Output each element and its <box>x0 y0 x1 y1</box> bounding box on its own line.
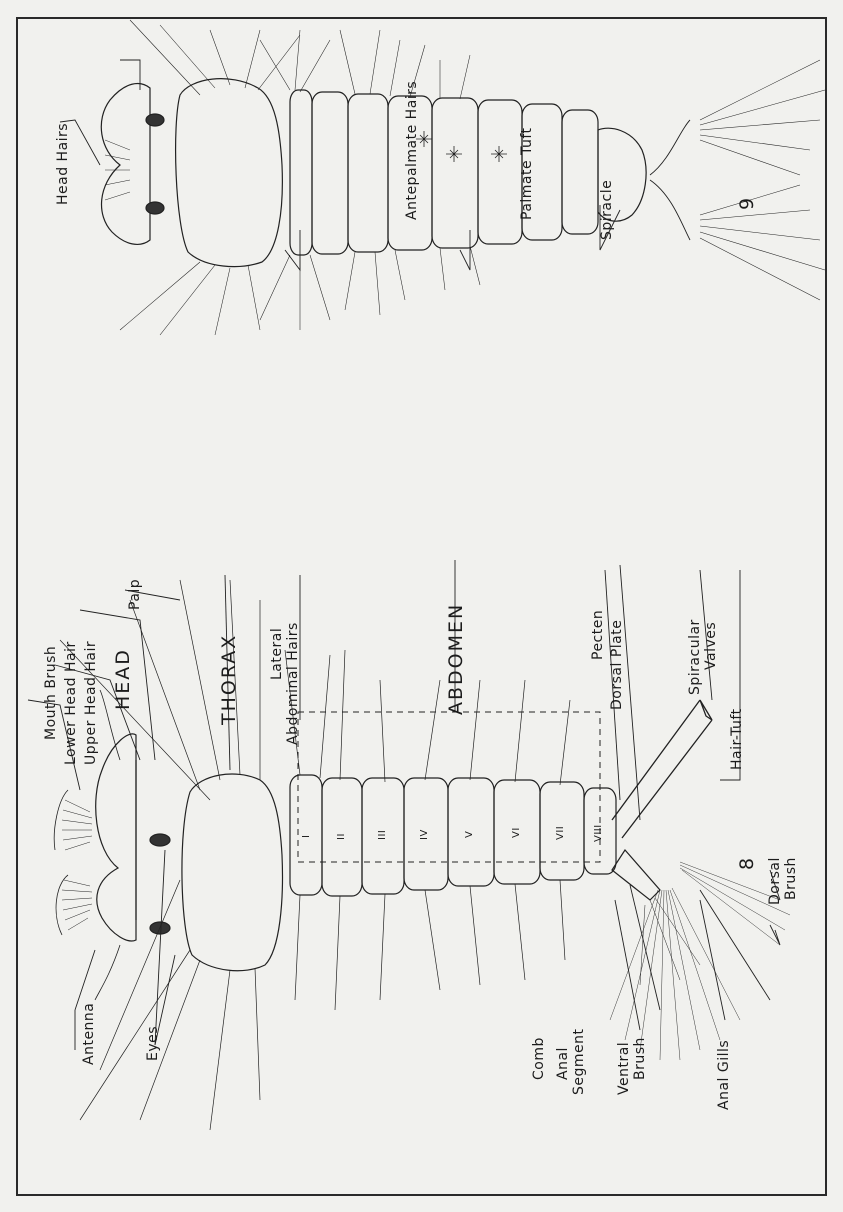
label-palmate-tuft: Palmate Tuft <box>520 127 534 220</box>
label-ventral-brush-2: Brush <box>633 1037 647 1080</box>
label-spiracle: Spiracle <box>600 180 614 240</box>
label-antepalmate-hairs: Antepalmate Hairs <box>405 81 419 220</box>
label-spiracular-1: Spiracular <box>688 619 702 695</box>
label-anal-segment-1: Anal <box>556 1047 570 1080</box>
label-eyes: Eyes <box>146 1026 160 1061</box>
label-head-hairs: Head Hairs <box>56 123 70 205</box>
label-lateral-2: Abdominal Hairs <box>286 622 300 745</box>
label-lateral-1: Lateral <box>270 628 284 680</box>
label-lower-head-hair: Lower Head Hair <box>64 641 78 765</box>
label-palp: Palp <box>128 579 142 610</box>
figure-8-number: 8 <box>738 856 757 870</box>
label-dorsal-brush-2: Brush <box>784 857 798 900</box>
label-upper-head-hair: Upper Head Hair <box>84 641 98 765</box>
segment-numeral: III <box>378 830 388 840</box>
segment-numeral: VIII <box>594 824 604 842</box>
label-ventral-brush-1: Ventral <box>617 1042 631 1095</box>
label-pecten: Pecten <box>591 610 605 660</box>
label-hair-tuft: Hair-Tuft <box>730 708 744 770</box>
segment-numeral: VI <box>512 827 522 838</box>
fig8-eye-left <box>150 834 170 846</box>
label-spiracular-2: Valves <box>704 622 718 670</box>
label-mouth-brush: Mouth Brush <box>44 646 58 740</box>
label-head: HEAD <box>114 648 133 710</box>
label-antenna: Antenna <box>82 1003 96 1065</box>
label-anal-segment-2: Segment <box>572 1029 586 1096</box>
label-dorsal-plate: Dorsal Plate <box>610 620 624 710</box>
segment-numeral: VII <box>556 826 566 840</box>
label-anal-gills: Anal Gills <box>717 1040 731 1110</box>
segment-numeral: IV <box>420 829 430 840</box>
segment-numeral: V <box>465 831 475 838</box>
label-thorax: THORAX <box>220 634 239 725</box>
figure-9-number: 9 <box>738 196 757 210</box>
label-abdomen: ABDOMEN <box>447 603 466 715</box>
segment-numeral: I <box>302 835 312 838</box>
segment-numeral: II <box>337 833 347 840</box>
label-comb: Comb <box>532 1037 546 1080</box>
fig9-eye-right <box>146 202 164 214</box>
fig9-eye-left <box>146 114 164 126</box>
label-dorsal-brush-1: Dorsal <box>768 857 782 905</box>
